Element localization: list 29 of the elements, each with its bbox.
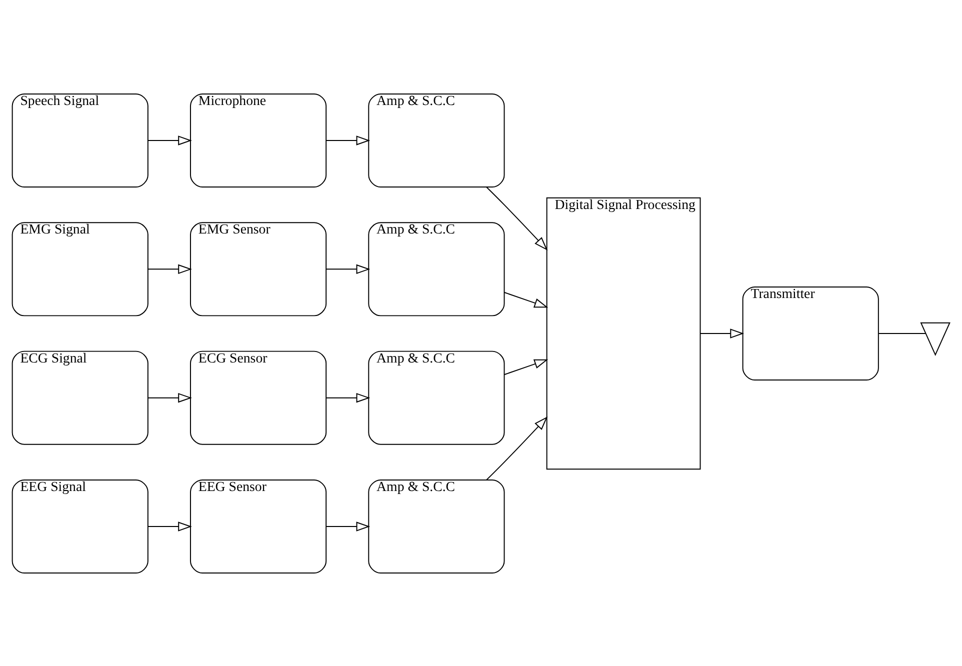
node-box: Digital Signal Processing (546, 196, 701, 470)
arrow (326, 264, 370, 274)
node-box: ECG Signal (12, 350, 148, 444)
node-box: EMG Sensor (190, 222, 327, 316)
node-antenna (920, 322, 950, 356)
arrow (326, 521, 370, 531)
node-box: Speech Signal (12, 92, 148, 187)
arrow (326, 135, 370, 145)
node-box: EEG Sensor (190, 479, 327, 574)
node-box: EEG Signal (12, 479, 148, 574)
arrow (504, 358, 548, 375)
node-box: Amp & S.C.C (368, 92, 505, 187)
arrow (486, 416, 548, 480)
node-box: ECG Sensor (190, 350, 327, 444)
arrow (147, 521, 192, 531)
arrow (326, 392, 370, 402)
arrow (486, 186, 548, 250)
arrow (504, 291, 548, 308)
node-box: EMG Signal (12, 222, 148, 316)
node-box: Amp & S.C.C (368, 350, 505, 444)
node-box: Transmitter (742, 286, 879, 380)
node-box: Amp & S.C.C (368, 479, 505, 574)
connector (878, 332, 926, 334)
arrow (147, 392, 192, 402)
arrow (700, 328, 744, 338)
arrow (147, 135, 192, 145)
node-box: Microphone (190, 92, 327, 187)
node-box: Amp & S.C.C (368, 222, 505, 316)
arrow (147, 264, 192, 274)
